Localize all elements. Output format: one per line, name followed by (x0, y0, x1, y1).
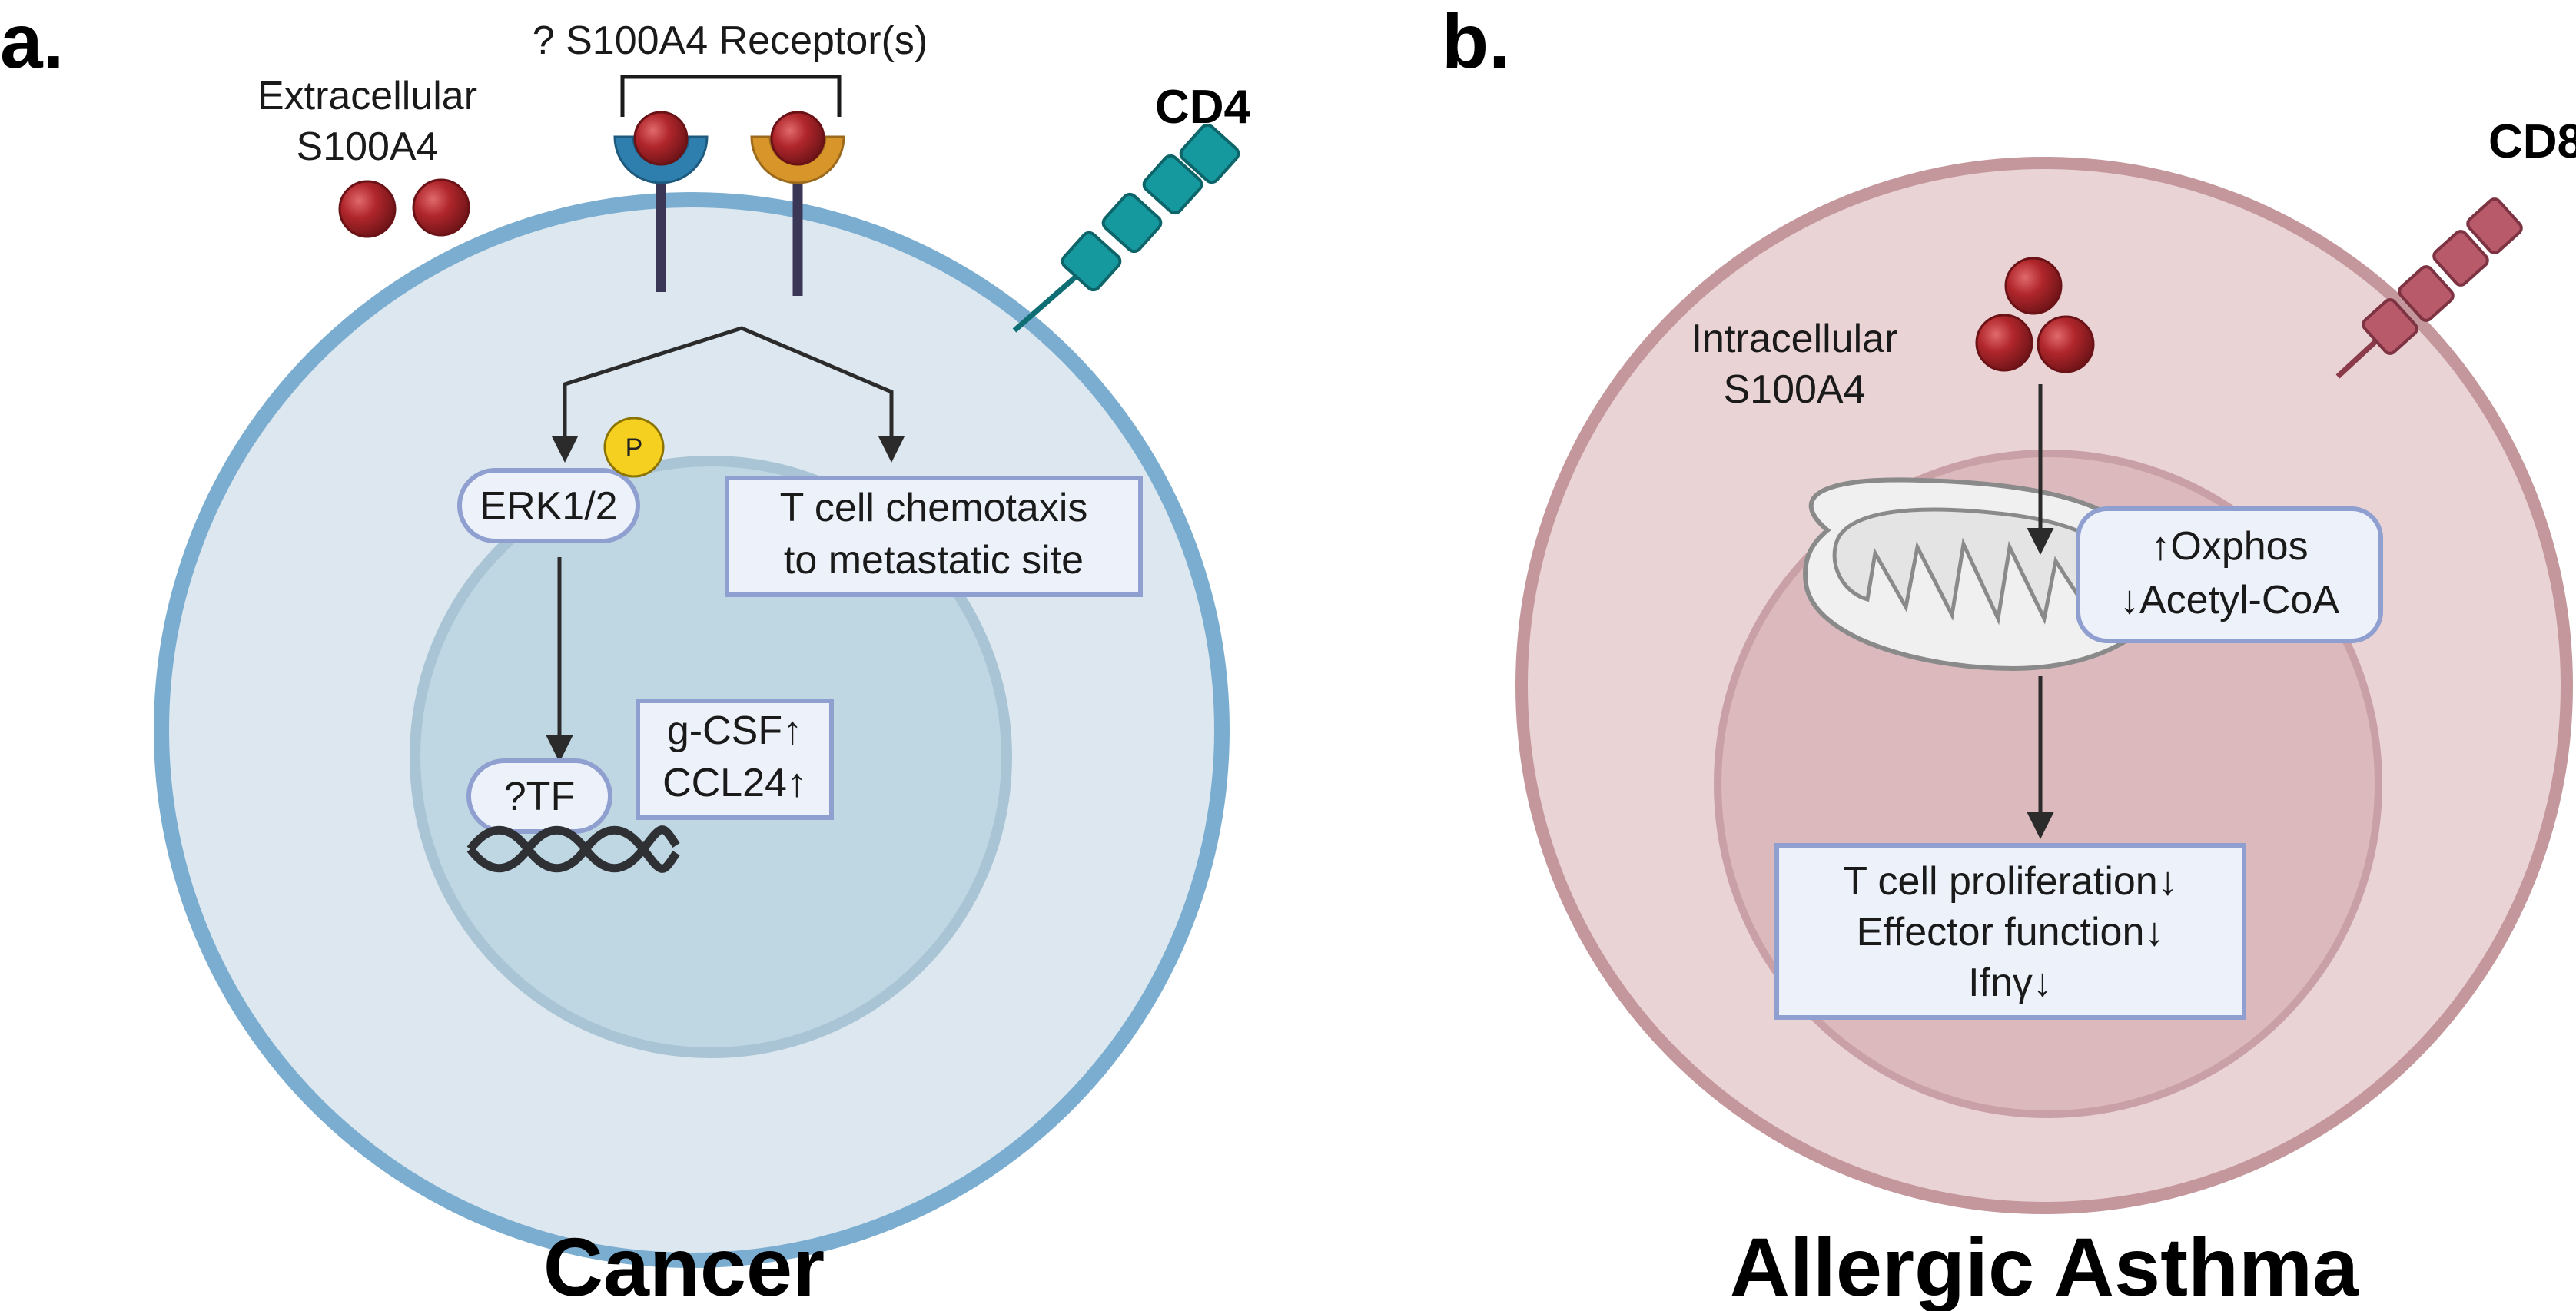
outcome-ifng: Ifnγ↓ (1968, 961, 2053, 1005)
tf-pill (466, 758, 612, 834)
chemotaxis-line2: to metastatic site (784, 538, 1084, 582)
panel-b: b. CD8 Intracellular S100A4 (1442, 0, 2576, 1311)
extracellular-s100a4-protein (338, 180, 397, 238)
cd4-marker (1012, 123, 1240, 333)
panel-b-letter: b. (1442, 0, 1510, 85)
panel-b-caption: Allergic Asthma (1730, 1220, 2359, 1311)
outcome-proliferation: T cell proliferation↓ (1843, 859, 2177, 904)
intracellular-s100a4-protein (2004, 257, 2063, 315)
acetyl-coa-label: ↓Acetyl-CoA (2120, 578, 2339, 622)
intracellular-s100a4-protein (1975, 314, 2033, 372)
outcome-box (1774, 843, 2246, 1020)
cd8-label: CD8 (2488, 115, 2576, 168)
metabolism-box (2076, 506, 2383, 643)
intracellular-label-line1: Intracellular (1691, 317, 1898, 361)
extracellular-s100a4-protein (412, 178, 470, 237)
oxphos-label: ↑Oxphos (2150, 524, 2308, 569)
erk-label: ERK1/2 (480, 484, 617, 529)
cd4-label: CD4 (1155, 81, 1251, 134)
tf-label: ?TF (504, 775, 575, 819)
extracellular-label-line2: S100A4 (296, 124, 438, 169)
intracellular-label-line2: S100A4 (1723, 367, 1865, 412)
panel-a-caption: Cancer (543, 1220, 825, 1311)
phospho-label: P (626, 433, 643, 463)
chemotaxis-box (725, 476, 1143, 597)
bound-s100a4-protein (770, 111, 825, 166)
intracellular-s100a4-protein (2037, 315, 2095, 373)
chemotaxis-line1: T cell chemotaxis (780, 486, 1088, 530)
cd8-marker (2335, 197, 2523, 379)
cytokine-box (636, 699, 834, 820)
panel-a-letter: a. (0, 0, 64, 85)
dna-icon (466, 825, 680, 873)
receptor-blue (613, 111, 709, 292)
erk-pill (457, 468, 640, 543)
receptor-gold (750, 111, 845, 296)
bound-s100a4-protein (633, 111, 689, 166)
receptor-bracket (620, 75, 842, 117)
phosphorylation-badge (603, 417, 665, 478)
gcsf-label: g-CSF↑ (667, 709, 802, 753)
ccl24-label: CCL24↑ (662, 761, 807, 805)
outcome-effector: Effector function↓ (1857, 910, 2165, 954)
panel-a: a. ? S100A4 Receptor(s) Extracellular S1… (0, 0, 1251, 1311)
receptor-label: ? S100A4 Receptor(s) (533, 18, 928, 63)
extracellular-label-line1: Extracellular (257, 74, 477, 118)
